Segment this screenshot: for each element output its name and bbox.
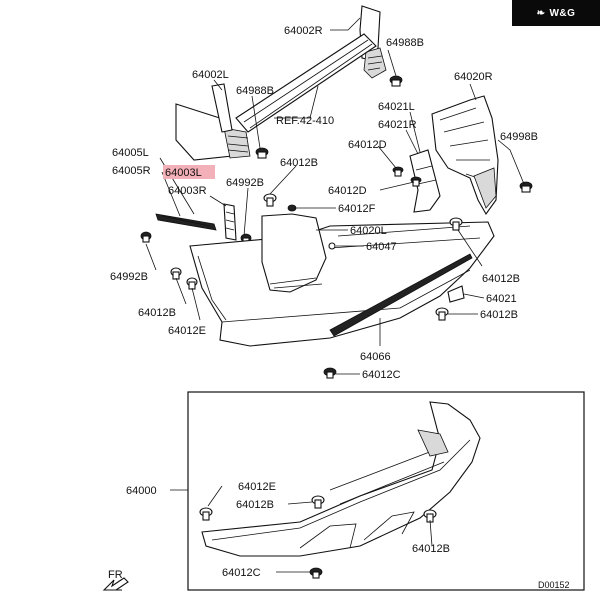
part-64012B-clip-upper: [263, 193, 277, 207]
part-64005-strip: [155, 213, 217, 231]
label-64998B: 64998B: [500, 131, 538, 143]
label-64012F: 64012F: [338, 203, 376, 215]
label-64002L: 64002L: [192, 69, 229, 81]
front-arrow-icon: [102, 577, 129, 591]
part-64012B-clip-inset-b: [423, 509, 437, 523]
part-64020R: [431, 95, 499, 216]
part-64012C-clip-inset: [309, 567, 323, 579]
label-64066: 64066: [360, 351, 391, 363]
part-64998B: [519, 181, 533, 193]
highlight-64003L: [163, 165, 215, 179]
part-rear-bumper-upper: [189, 213, 495, 347]
label-64047: 64047: [366, 241, 397, 253]
label-ref: REF.42-410: [276, 115, 334, 127]
label-64012B-d: 64012B: [480, 309, 518, 321]
label-FR: FR: [108, 569, 123, 581]
label-64012B-e: 64012B: [236, 499, 274, 511]
label-64012C-a: 64012C: [362, 369, 401, 381]
brand-logo-icon: ❧: [536, 7, 546, 19]
label-64005R: 64005R: [112, 165, 151, 177]
label-64992B-b: 64992B: [110, 271, 148, 283]
part-labels: 64002R 64988B 64002L 64988B REF.42-410 6…: [108, 25, 570, 590]
part-64002L: [175, 83, 251, 161]
label-64021L: 64021L: [378, 101, 415, 113]
label-64021R: 64021R: [378, 119, 417, 131]
part-64000-bumper-assembly: [201, 401, 481, 557]
brand-logo: ❧ W&G: [512, 0, 600, 26]
part-64012E-clip-inset: [199, 507, 213, 521]
label-64003L: 64003L: [165, 167, 202, 179]
label-64021: 64021: [486, 293, 517, 305]
label-64003R: 64003R: [168, 185, 207, 197]
part-64012B-clip-inset-a: [311, 495, 325, 509]
label-64012B-f: 64012B: [412, 543, 450, 555]
label-64988B-top: 64988B: [386, 37, 424, 49]
leader-lines: [145, 17, 525, 573]
label-64012B-b: 64012B: [482, 273, 520, 285]
label-64012D-b: 64012D: [328, 185, 367, 197]
label-64012E-b: 64012E: [238, 481, 276, 493]
inset-frame: [187, 391, 585, 591]
label-64992B-a: 64992B: [226, 177, 264, 189]
label-64012B-c: 64012B: [138, 307, 176, 319]
part-64012D-clip-a: [392, 166, 404, 177]
label-64012D-a: 64012D: [348, 139, 387, 151]
part-64047-clip: [328, 242, 336, 250]
label-64012C-b: 64012C: [222, 567, 261, 579]
label-64000: 64000: [126, 485, 157, 497]
part-64988B-mid: [255, 147, 269, 159]
part-reinforcement-beam: [235, 33, 377, 133]
part-64012C-clip-upper: [323, 367, 337, 379]
brand-logo-text: W&G: [549, 7, 576, 19]
label-64012E-a: 64012E: [168, 325, 206, 337]
label-64005L: 64005L: [112, 147, 149, 159]
label-64012B-a: 64012B: [280, 157, 318, 169]
part-64992B-bolt-b: [140, 231, 152, 243]
label-64020L: 64020L: [350, 225, 387, 237]
part-64012D-clip-b: [410, 176, 422, 187]
part-64003-reflector: [223, 203, 237, 241]
part-64021-bracket: [409, 149, 441, 213]
part-64012B-clip-right: [435, 217, 463, 321]
part-64988B-top: [389, 75, 403, 87]
label-64020R: 64020R: [454, 71, 493, 83]
label-64988B-mid: 64988B: [236, 85, 274, 97]
part-64012B-clips-left: [170, 267, 198, 290]
label-64002R: 64002R: [284, 25, 323, 37]
label-diagram-code: D00152: [538, 580, 570, 590]
